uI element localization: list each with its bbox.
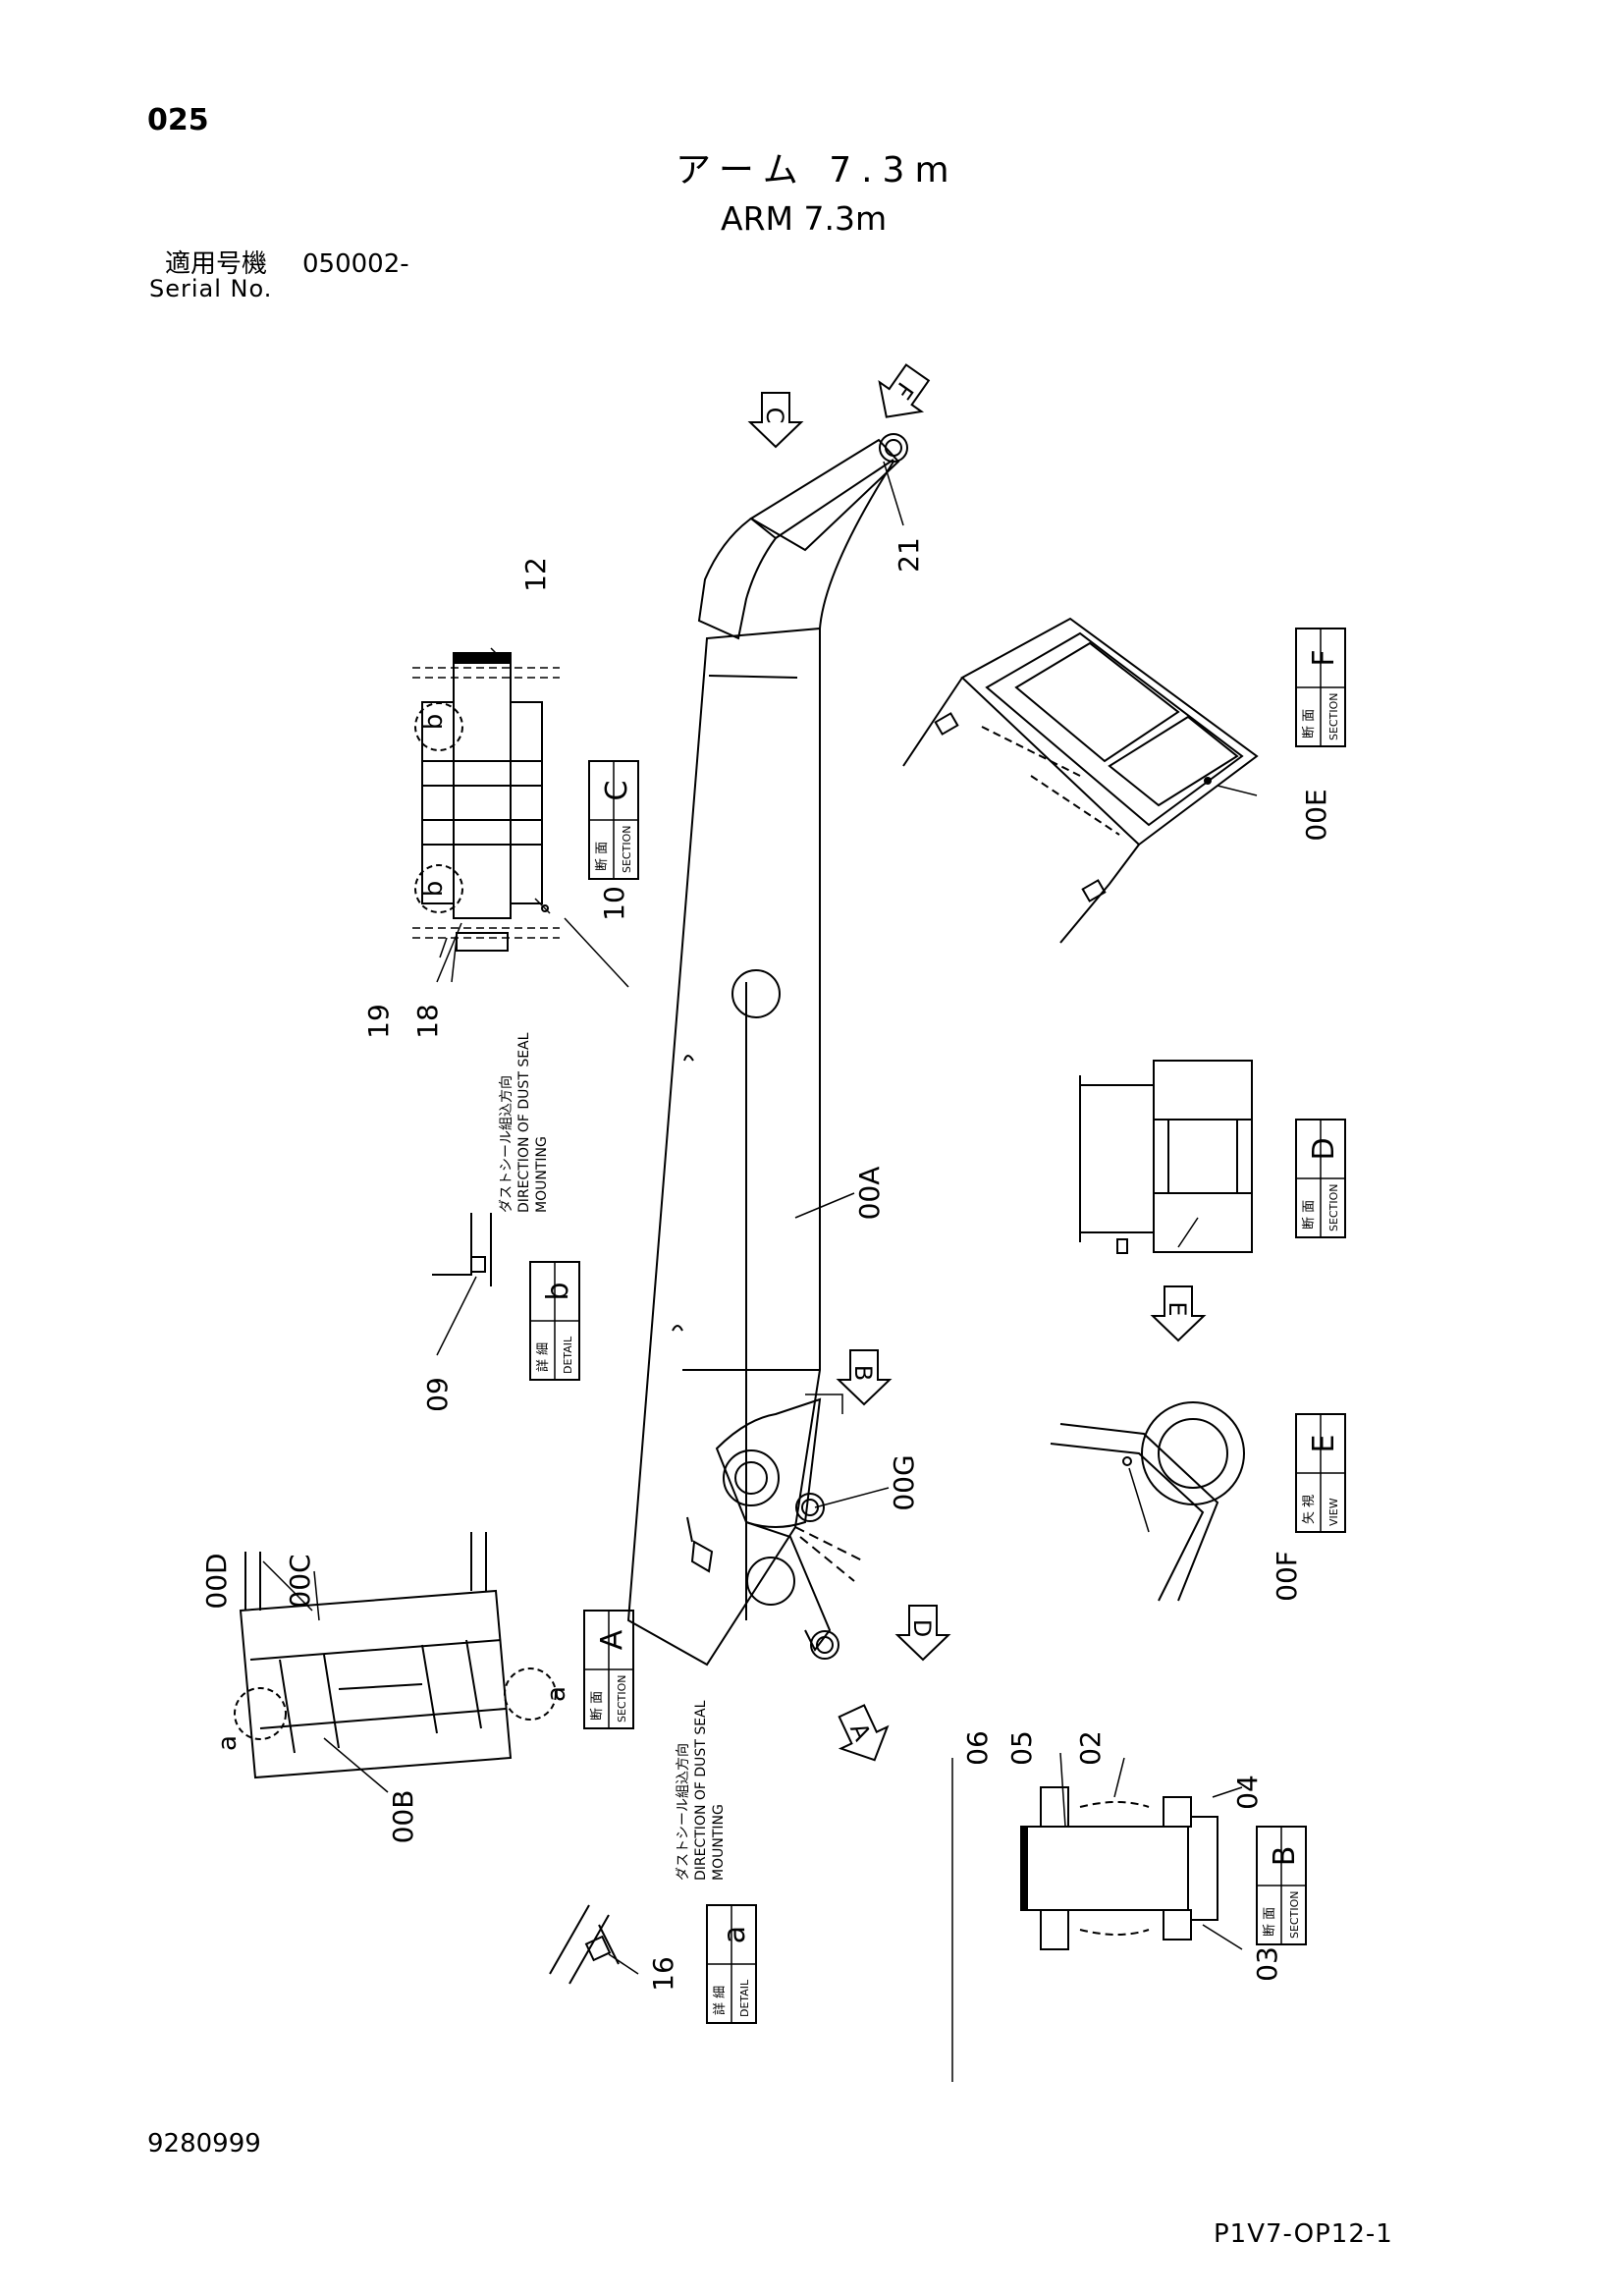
section-box-en: DETAIL [738, 1979, 751, 2017]
part-callout-05: 05 [1005, 1730, 1038, 1766]
note-line: MOUNTING [711, 1804, 727, 1881]
view-arrows: C F B E D A [747, 363, 1207, 1762]
part-callout-00A: 00A [853, 1167, 886, 1221]
part-callout-00D: 00D [200, 1553, 233, 1609]
note-line: ダストシール組込方向 [499, 1075, 514, 1213]
section-c-view [412, 647, 560, 958]
view-arrow-letter: D [908, 1619, 936, 1637]
view-e-drawing [1050, 1401, 1245, 1602]
part-callout-04: 04 [1231, 1775, 1264, 1810]
leader-lines [262, 461, 1243, 1950]
view-arrow-letter: C [761, 408, 788, 424]
part-callout-00F: 00F [1271, 1551, 1303, 1602]
section-box-en: DETAIL [562, 1336, 574, 1374]
view-arrow-letter: B [849, 1365, 877, 1381]
section-box-B-5: 断 面 SECTION B [1256, 1826, 1307, 1945]
detail-letter-b: b [419, 881, 449, 898]
note-line: MOUNTING [534, 1136, 550, 1213]
detail-a-drawing [549, 1904, 639, 1985]
title-english: ARM 7.3m [721, 199, 888, 238]
section-box-letter: B [1268, 1846, 1302, 1867]
section-f-view [902, 617, 1259, 944]
section-box-letter: C [600, 781, 634, 801]
section-box-b-6: 詳 細 DETAIL b [529, 1261, 580, 1381]
part-callout-00B: 00B [387, 1790, 419, 1844]
serial-label-japanese: 適用号機 [165, 249, 268, 279]
part-callout-19: 19 [362, 1004, 395, 1039]
part-callout-21: 21 [893, 537, 925, 573]
view-arrow-E: E [1150, 1285, 1207, 1342]
section-box-en: SECTION [616, 1675, 628, 1722]
page-number: 025 [147, 103, 209, 137]
note-line: DIRECTION OF DUST SEAL [693, 1700, 709, 1881]
section-b-view [951, 1758, 1218, 2082]
section-box-letter: b [541, 1282, 575, 1300]
note-line: DIRECTION OF DUST SEAL [516, 1032, 532, 1213]
document-number: 9280999 [147, 2129, 261, 2159]
section-box-A-4: 断 面 SECTION A [583, 1610, 634, 1729]
view-arrow-A: A [838, 1704, 890, 1762]
section-a-view [234, 1532, 557, 1793]
view-arrow-B: B [836, 1349, 893, 1406]
serial-value: 050002- [302, 249, 409, 279]
sheet-code: P1V7-OP12-1 [1214, 2219, 1393, 2249]
part-callout-10: 10 [598, 886, 630, 921]
section-d-view [1079, 1060, 1253, 1254]
view-arrow-F: F [878, 363, 931, 418]
part-callout-00E: 00E [1300, 789, 1332, 841]
note-line: ダストシール組込方向 [676, 1743, 691, 1881]
section-box-jp: 断 面 [590, 1691, 605, 1721]
part-callout-00C: 00C [284, 1554, 316, 1608]
section-box-letter: A [595, 1629, 629, 1650]
view-arrow-C: C [747, 392, 804, 449]
section-box-en: SECTION [621, 826, 633, 873]
part-callout-06: 06 [961, 1730, 994, 1766]
section-box-E-3: 矢 視 VIEW E [1295, 1413, 1346, 1533]
section-labels: 断 面 SECTION C 断 面 SECTION F 断 面 SECTION D 矢 視 VIEW… [529, 628, 1346, 2024]
section-box-letter: D [1307, 1137, 1341, 1160]
section-box-D-2: 断 面 SECTION D [1295, 1119, 1346, 1238]
part-callout-02: 02 [1074, 1730, 1107, 1766]
detail-letters: b b a a [213, 714, 571, 1751]
section-box-jp: 断 面 [1302, 1200, 1317, 1230]
arm-body [626, 433, 908, 1667]
section-box-jp: 断 面 [595, 842, 610, 871]
section-box-letter: a [718, 1926, 752, 1943]
title-japanese: アーム 7.3m [676, 150, 959, 191]
section-box-en: SECTION [1288, 1891, 1301, 1939]
view-arrow-D: D [894, 1605, 951, 1662]
section-box-jp: 断 面 [1302, 709, 1317, 738]
section-box-letter: E [1307, 1435, 1341, 1453]
detail-letter-b: b [419, 714, 449, 731]
serial-label-english: Serial No. [149, 275, 273, 302]
part-callout-12: 12 [519, 557, 552, 592]
section-box-en: SECTION [1327, 1184, 1340, 1231]
section-box-C-0: 断 面 SECTION C [588, 760, 639, 880]
section-box-jp: 詳 細 [712, 1986, 728, 2015]
section-box-letter: F [1307, 649, 1341, 666]
section-box-jp: 詳 細 [535, 1342, 551, 1372]
view-arrow-letter: E [1164, 1301, 1191, 1316]
part-callout-18: 18 [411, 1004, 444, 1039]
part-callout-03: 03 [1251, 1946, 1283, 1982]
part-callouts: 12 21 10 19 18 00E 00A 09 00G 00F 00D 00C 00B 16 06 05 0… [200, 537, 1332, 1992]
part-callout-00G: 00G [888, 1454, 920, 1510]
part-callout-09: 09 [421, 1377, 454, 1412]
section-box-jp: 断 面 [1263, 1907, 1277, 1937]
part-callout-16: 16 [647, 1956, 679, 1992]
section-box-F-1: 断 面 SECTION F [1295, 628, 1346, 747]
section-box-jp: 矢 視 [1302, 1495, 1317, 1524]
detail-letter-a: a [213, 1735, 243, 1751]
detail-letter-a: a [542, 1686, 571, 1702]
section-box-en: SECTION [1327, 693, 1340, 740]
section-box-a-7: 詳 細 DETAIL a [706, 1904, 757, 2024]
detail-b-drawing [432, 1213, 492, 1356]
section-box-en: VIEW [1327, 1498, 1340, 1526]
